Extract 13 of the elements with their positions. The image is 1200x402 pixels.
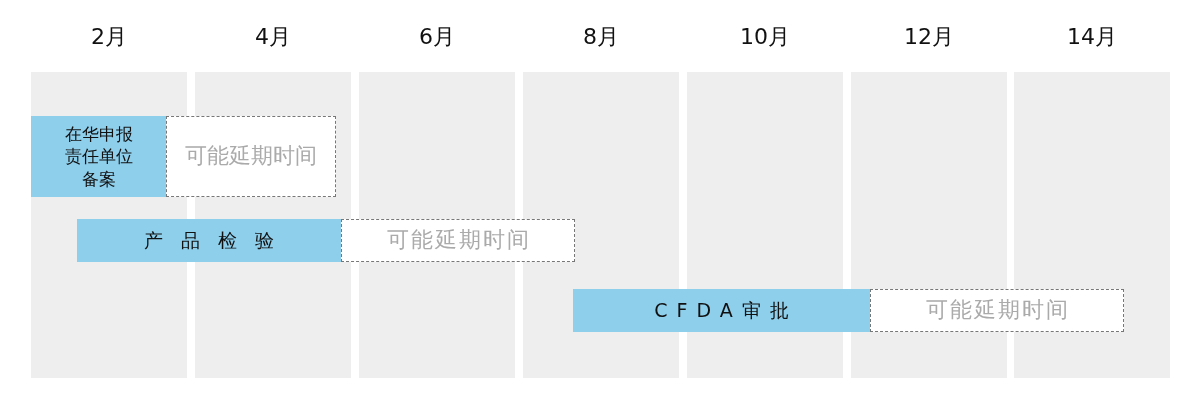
task-bar: 产品检验	[77, 219, 341, 262]
month-label: 2月	[91, 23, 127, 51]
task-bar: CFDA审批	[573, 289, 870, 332]
delay-box: 可能延期时间	[870, 289, 1124, 332]
delay-box: 可能延期时间	[341, 219, 575, 262]
task-bar: 在华申报责任单位备案	[31, 116, 166, 197]
month-label: 4月	[255, 23, 291, 51]
delay-box: 可能延期时间	[166, 116, 336, 197]
month-label: 10月	[740, 23, 790, 51]
month-label: 14月	[1067, 23, 1117, 51]
month-label: 8月	[583, 23, 619, 51]
month-label: 6月	[419, 23, 455, 51]
month-label: 12月	[904, 23, 954, 51]
